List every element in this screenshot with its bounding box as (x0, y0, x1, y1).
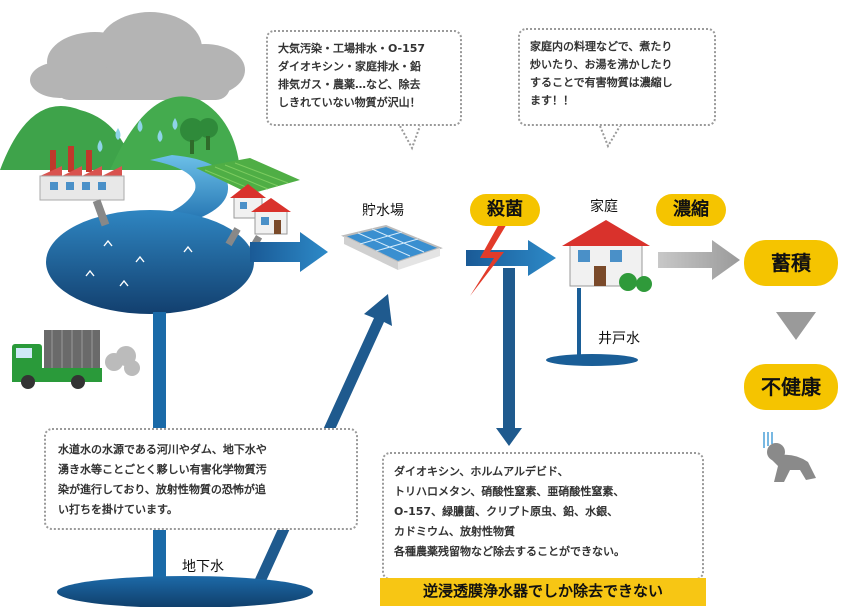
water-source-info-box: 水道水の水源である河川やダム、地下水や 湧き水等ことごとく夥しい有害化学物質汚 … (44, 428, 358, 530)
household-line: 家庭内の料理などで、煮たり (530, 40, 673, 53)
factory-icon (39, 146, 125, 227)
contaminant-line: ダイオキシン、ホルムアルデビド、 (394, 465, 569, 478)
pollution-line: 排気ガス・農薬…など、除去 (278, 78, 421, 91)
info-line: 染が進行しており、放射性物質の恐怖が追 (58, 483, 266, 496)
groundwater-lake (57, 576, 313, 607)
arrow-accumulate-to-unhealthy (776, 312, 816, 340)
contaminant-line: カドミウム、放射性物質 (394, 525, 515, 538)
pollution-cloud (30, 12, 245, 100)
arrow-lake-to-storage (250, 232, 328, 272)
lake-sparkles (85, 239, 193, 287)
info-line: 湧き水等ことごとく夥しい有害化学物質汚 (58, 463, 267, 476)
forest-hills (0, 96, 240, 170)
lake (46, 210, 254, 314)
home-icon (562, 220, 652, 292)
info-line: 水道水の水源である河川やダム、地下水や (58, 443, 267, 456)
household-bubble: 家庭内の料理などで、煮たり 炒いたり、お湯を沸かしたり することで有害物質は濃縮… (518, 28, 716, 126)
arrow-storage-to-home (466, 240, 556, 276)
unhealthy-badge: 不健康 (744, 364, 838, 410)
contaminants-box: ダイオキシン、ホルムアルデビド、 トリハロメタン、硝酸性窒素、亜硝酸性窒素、 O… (382, 452, 704, 580)
groundwater-label: 地下水 (182, 559, 224, 575)
pollution-bubble: 大気汚染・工場排水・O-157 ダイオキシン・家庭排水・鉛 排気ガス・農薬…など… (266, 30, 462, 126)
pollution-line: ダイオキシン・家庭排水・鉛 (278, 60, 421, 73)
arrow-down-to-contaminants (503, 268, 515, 428)
household-line: 炒いたり、お湯を沸かしたり (530, 58, 673, 71)
water-storage-icon (341, 224, 443, 270)
well-label: 井戸水 (598, 331, 640, 347)
concentrate-badge: 濃縮 (656, 194, 726, 226)
sterilize-badge: 殺菌 (470, 194, 540, 226)
info-line: い打ちを掛けています。 (58, 503, 178, 516)
village-houses-icon (225, 184, 291, 251)
well-water (546, 354, 638, 366)
contaminant-line: O-157、緑膿菌、クリプト原虫、鉛、水銀、 (394, 505, 619, 518)
sick-person-icon (763, 432, 816, 482)
contaminant-line: 各種農薬残留物など除去することができない。 (394, 545, 625, 558)
pollution-line: 大気汚染・工場排水・O-157 (278, 42, 426, 55)
conclusion-banner: 逆浸透膜浄水器でしか除去できない (380, 578, 706, 606)
storage-label: 貯水場 (362, 203, 404, 219)
accumulate-badge: 蓄積 (744, 240, 838, 286)
well-pipe (577, 288, 581, 358)
contaminant-line: トリハロメタン、硝酸性窒素、亜硝酸性窒素、 (394, 485, 625, 498)
household-line: することで有害物質は濃縮し (530, 76, 673, 89)
household-line: ます！！ (530, 94, 574, 107)
truck-icon (12, 330, 140, 389)
pollution-line: しきれていない物質が沢山！ (278, 96, 421, 109)
home-label: 家庭 (590, 199, 618, 215)
arrow-home-to-accumulate (658, 240, 740, 280)
